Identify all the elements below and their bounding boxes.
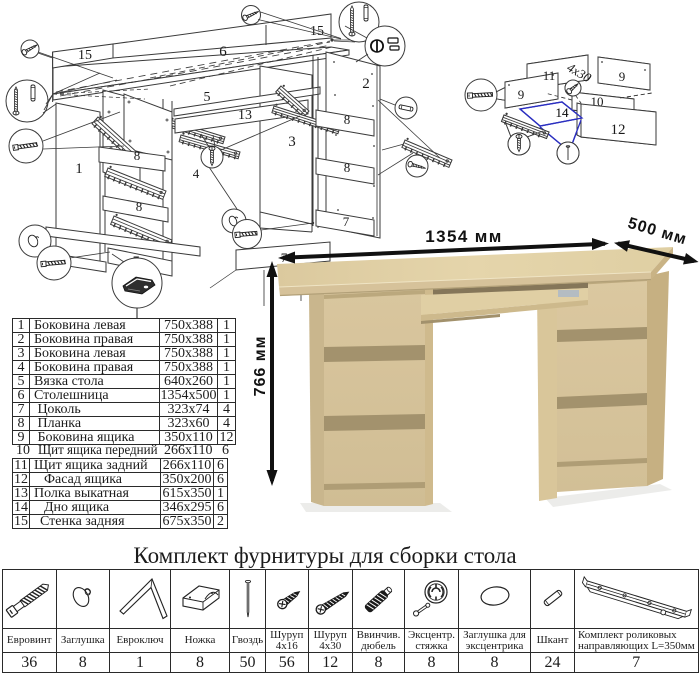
svg-text:1: 1: [75, 161, 83, 177]
svg-text:11: 11: [543, 68, 556, 83]
svg-text:9: 9: [518, 87, 525, 102]
svg-text:12: 12: [611, 122, 626, 138]
svg-text:8: 8: [344, 112, 351, 127]
svg-text:766 мм: 766 мм: [252, 336, 269, 397]
svg-text:8: 8: [134, 148, 141, 163]
svg-text:15: 15: [310, 24, 324, 39]
svg-text:8: 8: [136, 199, 143, 214]
svg-text:15: 15: [78, 48, 92, 63]
svg-text:5: 5: [204, 90, 211, 105]
svg-text:500 мм: 500 мм: [626, 215, 689, 249]
svg-text:4: 4: [193, 166, 200, 181]
svg-text:7: 7: [343, 214, 350, 229]
svg-text:13: 13: [238, 108, 252, 123]
svg-text:14: 14: [556, 105, 570, 120]
svg-text:1354 мм: 1354 мм: [425, 227, 503, 246]
svg-text:2: 2: [362, 76, 370, 92]
svg-text:14: 14: [556, 105, 570, 120]
svg-text:6: 6: [219, 44, 227, 60]
svg-text:3: 3: [288, 134, 296, 150]
svg-text:8: 8: [344, 160, 351, 175]
svg-text:9: 9: [619, 69, 626, 84]
